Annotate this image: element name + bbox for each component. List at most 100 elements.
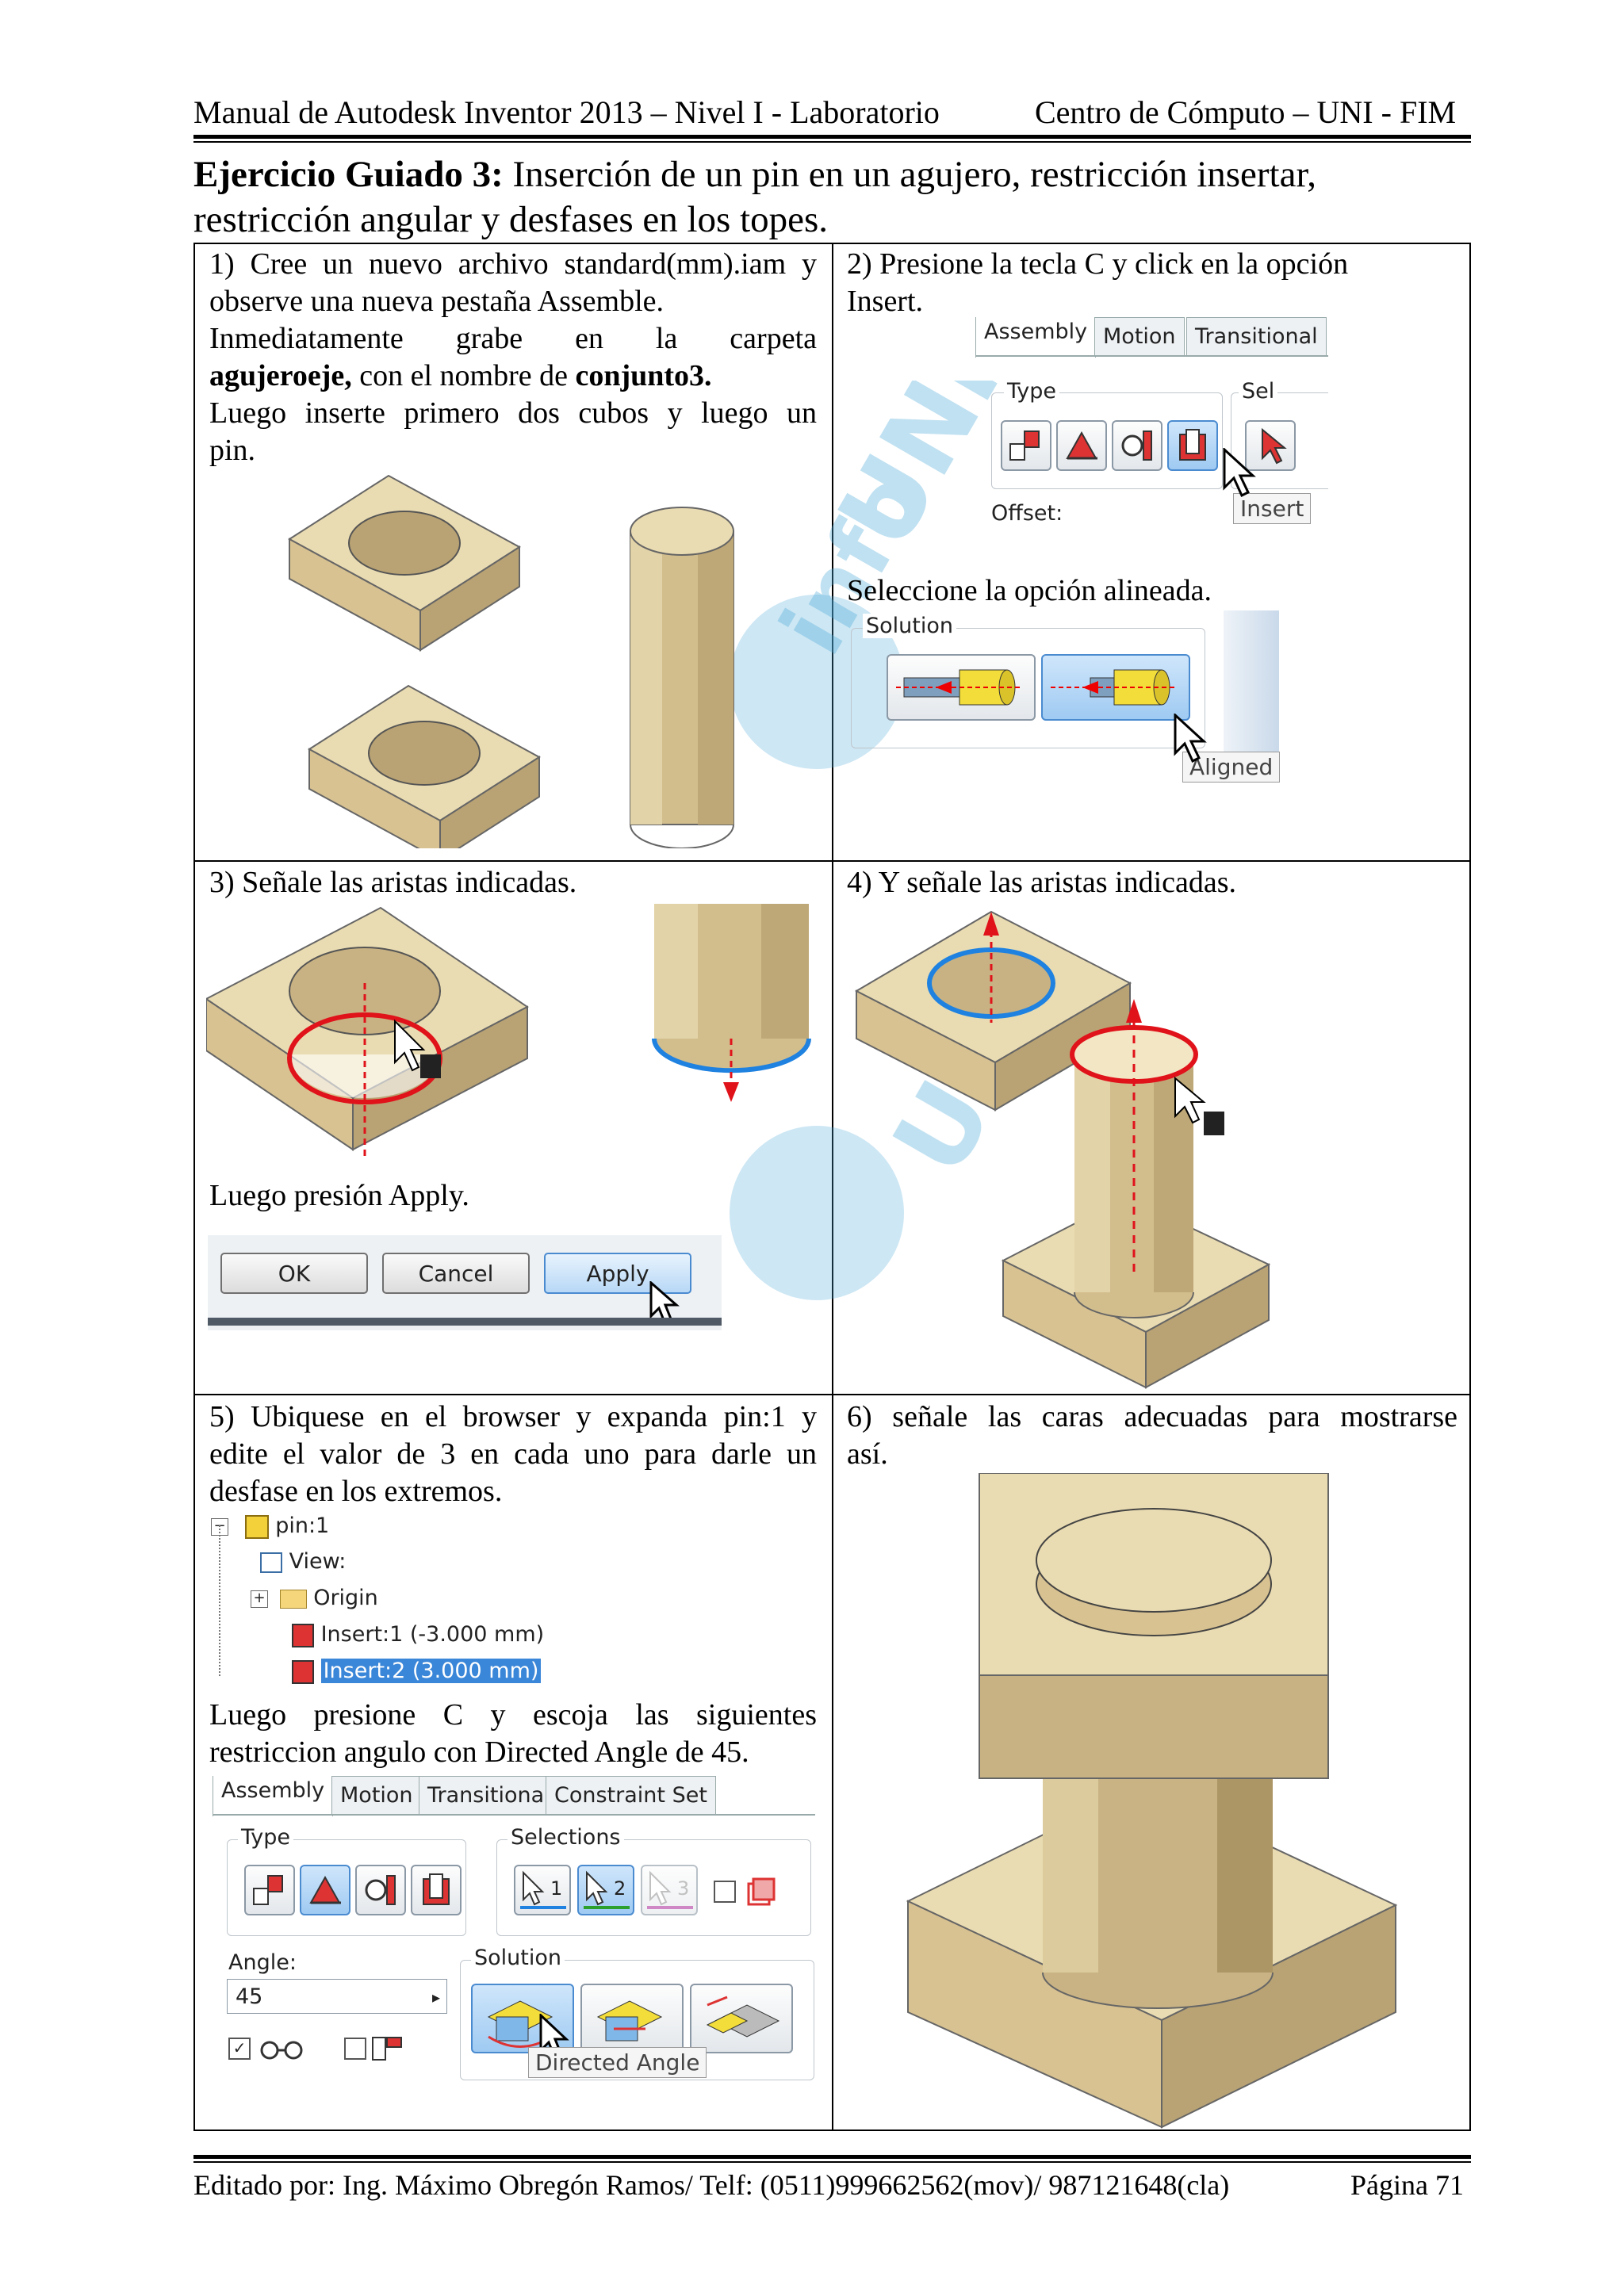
undirected-angle-button[interactable]: [580, 1984, 684, 2053]
cursor-icon: [1262, 427, 1287, 465]
ok-button[interactable]: OK: [220, 1253, 368, 1294]
tab-assembly[interactable]: Assembly: [213, 1776, 334, 1816]
selection-1-color: [520, 1906, 566, 1909]
final-assembly-view: [906, 1473, 1398, 2129]
insert-cursor-icon: [1204, 1112, 1224, 1135]
cell3-line1: 3) Señale las aristas indicadas.: [209, 866, 577, 899]
selection-1-number: 1: [550, 1877, 563, 1900]
cell5-line3: desfase en los extremos.: [209, 1475, 503, 1508]
cursor-icon: [586, 1870, 608, 1906]
cell1-line2: observe una nueva pestaña Assemble.: [209, 285, 664, 318]
explicit-reference-icon: [706, 1996, 780, 2038]
folder-name: agujeroeje,: [209, 359, 352, 392]
model-browser-tree: − pin:1 View: + Origin Insert:1 (-3.000 …: [211, 1508, 607, 1686]
tree-item-view[interactable]: View:: [260, 1544, 346, 1580]
tree-item-pin[interactable]: − pin:1: [211, 1508, 329, 1544]
pin-cylinder: [1042, 1766, 1274, 2009]
offset-label: Offset:: [991, 501, 1063, 526]
tab-transitional[interactable]: Transitional: [419, 1776, 559, 1815]
constrain-dialog-angle: Assembly Motion Transitional Constraint …: [213, 1776, 815, 2085]
tab-transitional[interactable]: Transitional: [1186, 317, 1327, 356]
cell1-line6: pin.: [209, 434, 256, 467]
mate-solution-icon: [896, 669, 1023, 706]
selections-label: Selections: [508, 1825, 624, 1850]
tab-underline: [213, 1814, 815, 1816]
preview-checkbox[interactable]: ✓: [228, 2038, 251, 2060]
mouse-pointer-icon: [1174, 714, 1207, 763]
apply-button[interactable]: Apply: [544, 1253, 691, 1294]
footer-rule: [193, 2155, 1471, 2159]
tree-item-origin[interactable]: + Origin: [251, 1580, 378, 1617]
cursor-icon: [523, 1870, 545, 1906]
selection-2-button[interactable]: 2: [577, 1865, 634, 1915]
mouse-pointer-icon: [1223, 448, 1256, 498]
exercise-title: Ejercicio Guiado 3: Inserción de un pin …: [193, 152, 1471, 243]
insert-icon: [423, 1873, 450, 1905]
tab-motion[interactable]: Motion: [331, 1776, 422, 1815]
tree-label-view: View:: [289, 1549, 347, 1574]
top-cube: [979, 1473, 1329, 1779]
cancel-button[interactable]: Cancel: [382, 1253, 530, 1294]
directed-angle-tooltip: Directed Angle: [528, 2047, 707, 2078]
folder-icon: [279, 1589, 307, 1609]
selections-group: [496, 1839, 811, 1936]
mate-icon: [253, 1875, 283, 1905]
arrow-right-icon[interactable]: ▸: [431, 1988, 440, 2007]
pick-part-first-icon[interactable]: [742, 1874, 779, 1911]
pin: [630, 507, 734, 848]
tree-item-insert2[interactable]: Insert:2 (3.000 mm): [292, 1653, 542, 1689]
solution-label: Solution: [471, 1946, 565, 1970]
explicit-reference-button[interactable]: [690, 1984, 793, 2053]
tree-label-insert1: Insert:1 (-3.000 mm): [320, 1622, 545, 1647]
mate-button[interactable]: [1001, 420, 1051, 471]
angle-input[interactable]: 45 ▸: [227, 1979, 447, 2014]
select-1-button[interactable]: [1245, 420, 1296, 471]
cell5-line5: restriccion angulo con Directed Angle de…: [209, 1735, 749, 1769]
tangent-button[interactable]: [355, 1865, 406, 1915]
mate-solution-button[interactable]: [887, 654, 1036, 721]
cube-4: [854, 910, 1132, 1112]
pin-and-cube-edge-selection: [854, 910, 1271, 1389]
insert-button[interactable]: [1167, 420, 1218, 471]
selection-3-color: [647, 1906, 693, 1909]
pin-2: [1070, 999, 1198, 1318]
selection-3-number: 3: [677, 1877, 690, 1900]
selection-1-button[interactable]: 1: [514, 1865, 571, 1915]
glasses-icon: [260, 2041, 303, 2060]
part-icon: [244, 1514, 269, 1539]
offset-orientation-icon: [372, 2037, 402, 2061]
mate-button[interactable]: [244, 1865, 295, 1915]
tab-motion[interactable]: Motion: [1094, 317, 1185, 356]
insert-constraint-icon: [292, 1659, 314, 1684]
table-divider-vertical: [832, 243, 833, 2131]
predict-offset-checkbox[interactable]: [344, 2038, 366, 2060]
solution-label: Solution: [863, 614, 956, 638]
dialog-edge: [1224, 610, 1279, 753]
footer-author: Editado por: Ing. Máximo Obregón Ramos/ …: [193, 2169, 1230, 2201]
angle-button[interactable]: [300, 1865, 350, 1915]
selection-3-button[interactable]: 3: [641, 1865, 698, 1915]
angle-button[interactable]: [1056, 420, 1107, 471]
cell2-aligned-text: Seleccione la opción alineada.: [847, 574, 1212, 607]
tab-assembly[interactable]: Assembly: [975, 317, 1097, 358]
tree-item-insert1[interactable]: Insert:1 (-3.000 mm): [292, 1617, 544, 1653]
first-occurrence-checkbox[interactable]: [714, 1881, 736, 1903]
header-left: Manual de Autodesk Inventor 2013 – Nivel…: [193, 94, 940, 130]
cell1-line4-mid: con el nombre de: [351, 359, 576, 392]
tab-constraint-set[interactable]: Constraint Set: [546, 1776, 716, 1815]
cell5-text: 5) Ubiquese en el browser y expanda pin:…: [209, 1399, 817, 1510]
selections-group: [1231, 392, 1328, 489]
cursor-icon: [394, 1019, 426, 1072]
cell1-line5: Luego inserte primero dos cubos y luego …: [209, 396, 817, 430]
tangent-button[interactable]: [1112, 420, 1162, 471]
insert-button[interactable]: [411, 1865, 462, 1915]
apply-dialog-buttons: OK Cancel Apply: [208, 1235, 722, 1330]
angle-value: 45: [236, 1984, 263, 2009]
tree-label-origin: Origin: [313, 1586, 378, 1610]
insert-cursor-icon: [420, 1054, 441, 1078]
cell1-text: 1) Cree un nuevo archivo standard(mm).ia…: [209, 246, 817, 469]
header-rule-thin: [193, 141, 1471, 143]
selection-2-number: 2: [614, 1877, 626, 1900]
expand-icon[interactable]: +: [251, 1590, 268, 1608]
aligned-solution-button[interactable]: [1041, 654, 1190, 721]
